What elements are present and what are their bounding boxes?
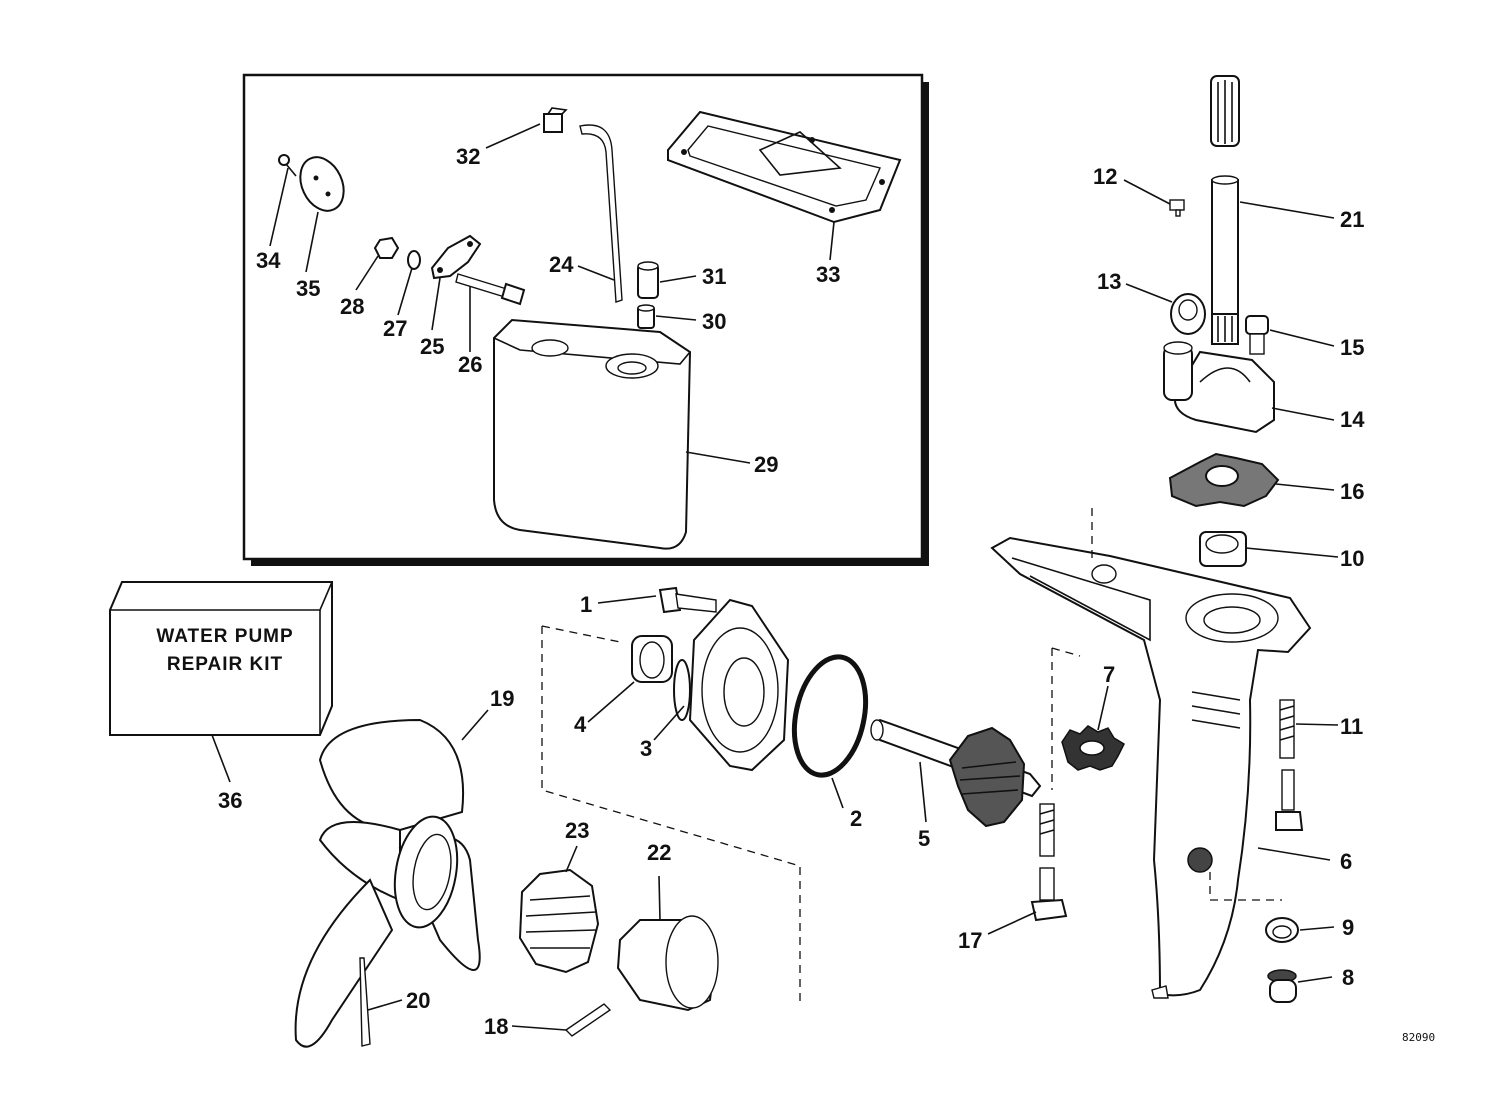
callout-2: 2 (850, 806, 862, 831)
o-ring-2 (791, 654, 869, 778)
pin-18 (564, 1003, 612, 1037)
callout-19: 19 (490, 686, 514, 711)
sleeve-13 (1170, 293, 1206, 335)
bushing-30 (637, 304, 655, 329)
cover-plate-35 (299, 156, 345, 212)
callout-15: 15 (1340, 335, 1364, 360)
bearing-housing-3 (673, 598, 790, 772)
screw-15 (1245, 315, 1269, 355)
pump-housing-14 (1163, 341, 1275, 434)
callout-16: 16 (1340, 479, 1364, 504)
callout-13: 13 (1097, 269, 1121, 294)
kit-label-line-1: WATER PUMP (156, 626, 293, 647)
callout-31: 31 (702, 264, 726, 289)
water-tube-24 (579, 124, 623, 303)
callout-12: 12 (1093, 164, 1117, 189)
exhaust-housing-29 (493, 318, 692, 550)
callout-27: 27 (383, 316, 407, 341)
callout-18: 18 (484, 1014, 508, 1039)
assembly-dashed-outlines (541, 508, 1282, 1006)
kit-label-line-2: REPAIR KIT (167, 654, 283, 675)
callout-9: 9 (1342, 915, 1354, 940)
bolt-17 (1030, 803, 1068, 922)
pin-12 (1169, 199, 1185, 217)
bushing-4 (631, 635, 673, 683)
callout-30: 30 (702, 309, 726, 334)
nut-28 (373, 236, 400, 259)
screw-26 (455, 273, 526, 306)
callout-5: 5 (918, 826, 930, 851)
callout-35: 35 (296, 276, 320, 301)
drive-shaft-21 (1210, 75, 1240, 345)
callout-33: 33 (816, 262, 840, 287)
screw-34 (278, 154, 297, 177)
callout-24: 24 (549, 252, 574, 277)
callout-28: 28 (340, 294, 364, 319)
callout-25: 25 (420, 334, 444, 359)
callout-23: 23 (565, 818, 589, 843)
callout-1: 1 (580, 592, 592, 617)
callout-22: 22 (647, 840, 671, 865)
seal-9 (1265, 917, 1299, 943)
callout-34: 34 (256, 248, 281, 273)
callout-21: 21 (1340, 207, 1364, 232)
impeller-16 (1168, 452, 1280, 508)
bearing-10 (1199, 531, 1247, 567)
callout-17: 17 (958, 928, 982, 953)
drive-hub-23 (518, 868, 600, 974)
callout-7: 7 (1103, 662, 1115, 687)
callout-labels: 1 2 3 4 5 6 7 8 9 10 11 12 13 14 15 16 1… (218, 144, 1365, 1039)
callout-4: 4 (574, 712, 587, 737)
screw-1 (658, 586, 717, 614)
gasket-33 (667, 110, 902, 224)
gearcase-6 (990, 536, 1312, 999)
propeller-19 (294, 718, 481, 1048)
callout-29: 29 (754, 452, 778, 477)
grommet-32 (543, 107, 568, 133)
drawing-code: 82090 (1402, 1031, 1435, 1044)
callout-3: 3 (640, 736, 652, 761)
bracket-25 (430, 234, 482, 280)
propeller-shaft-5 (870, 718, 1042, 828)
thrust-hub-22 (616, 915, 719, 1012)
washer-27 (407, 250, 421, 270)
callout-32: 32 (456, 144, 480, 169)
callout-36: 36 (218, 788, 242, 813)
pinion-gear-7 (1061, 725, 1125, 771)
bushing-31 (637, 261, 659, 299)
plug-8 (1267, 969, 1297, 1003)
cotter-pin-20 (359, 957, 371, 1047)
stud-11 (1275, 699, 1304, 831)
callout-20: 20 (406, 988, 430, 1013)
callout-8: 8 (1342, 965, 1354, 990)
callout-11: 11 (1340, 714, 1363, 739)
leader-lines (211, 123, 1339, 1031)
callout-6: 6 (1340, 849, 1352, 874)
callout-26: 26 (458, 352, 482, 377)
callout-10: 10 (1340, 546, 1364, 571)
callout-14: 14 (1340, 407, 1365, 432)
repair-kit-box-36: WATER PUMP REPAIR KIT (109, 581, 333, 736)
